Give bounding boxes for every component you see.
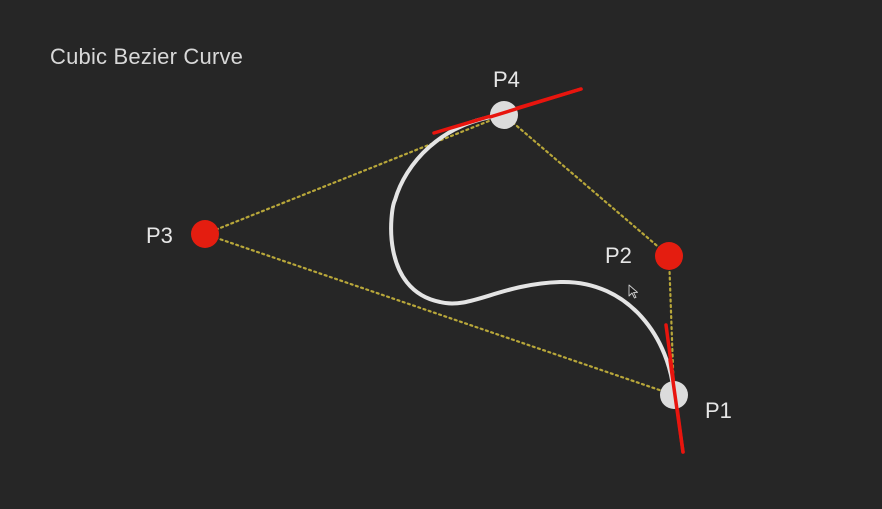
polygon-edge-p3-p1 <box>203 232 676 397</box>
point-p2-control[interactable] <box>655 242 683 270</box>
tangent-line-p4-overlay <box>488 87 583 119</box>
polygon-edge-p2-p4 <box>502 113 671 258</box>
control-polygon <box>203 113 676 397</box>
bezier-curve <box>389 113 676 397</box>
label-p4: P4 <box>493 67 520 92</box>
tangent-line-p1-overlay <box>668 358 685 454</box>
mouse-cursor-icon <box>628 284 638 299</box>
polygon-edge-p4-p3 <box>203 113 506 236</box>
label-p3: P3 <box>146 223 173 248</box>
point-p3-control[interactable] <box>191 220 219 248</box>
label-p2: P2 <box>605 243 632 268</box>
diagram-title: Cubic Bezier Curve <box>50 44 244 69</box>
point-p4-endpoint[interactable] <box>490 101 518 129</box>
label-p1: P1 <box>705 398 732 423</box>
